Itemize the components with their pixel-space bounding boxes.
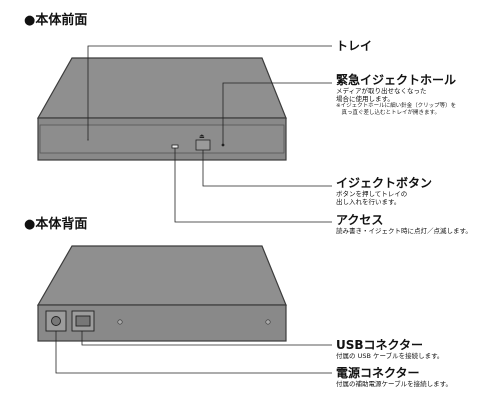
power-connector-desc-1: 付属の補助電源ケーブルを接続します。 — [336, 380, 452, 388]
eject-button-label: イジェクトボタン — [336, 176, 433, 190]
emergency-eject-label-block: 緊急イジェクトホール メディアが取り出せなくなった 場合に使用します。 ※イジェ… — [336, 73, 456, 117]
front-device: ⏏ — [36, 57, 287, 161]
screw-right-icon — [265, 319, 271, 325]
eject-button-label-block: イジェクトボタン ボタンを押してトレイの 出し入れを行います。 — [336, 176, 432, 206]
tray-label: トレイ — [336, 39, 373, 53]
front-leader-lines — [87, 45, 332, 223]
front-device-top-face — [36, 57, 287, 119]
emergency-eject-note-2: 真っ直ぐ差し込むとトレイが開きます。 — [336, 110, 440, 116]
power-connector-port-icon — [51, 316, 61, 326]
front-section-title: ●本体前面 — [24, 13, 88, 28]
back-device-top-face — [36, 245, 287, 306]
eject-button-desc-2: 出し入れを行います。 — [336, 198, 401, 206]
screw-left-icon — [117, 319, 123, 325]
emergency-eject-desc-2: 場合に使用します。 — [336, 95, 394, 103]
usb-connector-label: USBコネクター — [336, 338, 424, 352]
back-section-title: ●本体背面 — [24, 217, 88, 232]
back-device — [36, 245, 287, 342]
access-led — [171, 144, 179, 149]
eject-button-shape — [195, 139, 211, 151]
usb-connector-desc-1: 付属の USB ケーブルを接続します。 — [336, 352, 444, 360]
tray-leader-line — [87, 45, 332, 140]
tray-label-block: トレイ — [336, 39, 372, 53]
eject-symbol-icon: ⏏ — [199, 133, 205, 140]
usb-connector-label-block: USBコネクター 付属の USB ケーブルを接続します。 — [336, 338, 443, 360]
access-label-block: アクセス 読み書き・イジェクト時に点灯／点滅します。 — [336, 213, 472, 235]
emergency-eject-label: 緊急イジェクトホール — [336, 73, 457, 87]
usb-connector-port-icon — [75, 315, 91, 327]
usb-leader-line — [81, 331, 332, 346]
access-leader-line — [174, 148, 332, 223]
power-connector-label-block: 電源コネクター 付属の補助電源ケーブルを接続します。 — [336, 366, 452, 388]
access-label: アクセス — [336, 213, 384, 227]
back-leader-lines — [55, 331, 332, 374]
emergency-eject-leader-line — [222, 82, 332, 145]
access-desc-1: 読み書き・イジェクト時に点灯／点滅します。 — [336, 227, 472, 235]
eject-button-leader-line — [202, 150, 332, 187]
emergency-eject-note-1: ※イジェクトホールに細い針金（クリップ等）を — [336, 103, 457, 109]
power-connector-label: 電源コネクター — [336, 366, 420, 380]
eject-button-desc-1: ボタンを押してトレイの — [336, 190, 408, 198]
power-leader-line — [55, 331, 332, 374]
emergency-eject-desc-1: メディアが取り出せなくなった — [336, 87, 427, 95]
tray-face — [39, 124, 285, 154]
